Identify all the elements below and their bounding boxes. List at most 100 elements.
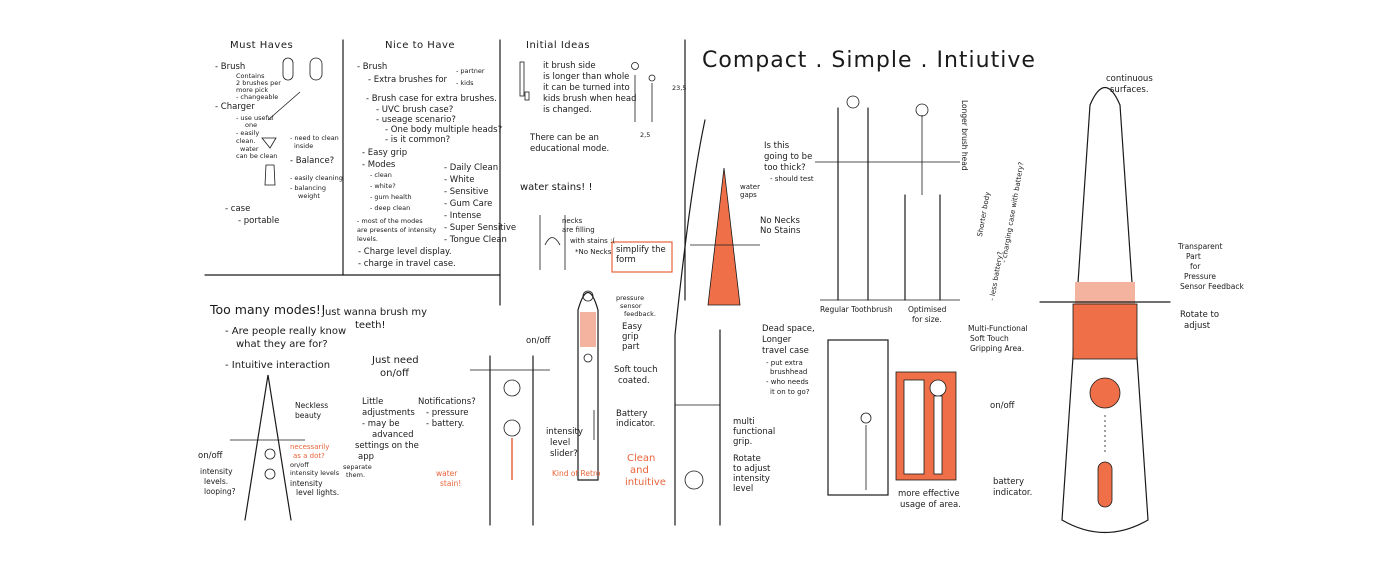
sketch-label: pressure xyxy=(616,294,645,302)
mode-item: - White xyxy=(444,175,475,185)
sketch-label: Is this xyxy=(764,141,790,151)
list-item: water xyxy=(240,145,259,153)
sketch-label: Neckless xyxy=(295,401,329,410)
grip-area xyxy=(1072,303,1138,360)
note-line: educational mode. xyxy=(530,144,610,154)
sketch-label: intensity xyxy=(200,467,233,476)
button-sketch xyxy=(503,419,521,437)
sketch-label: coated. xyxy=(618,376,650,386)
problem-text: teeth! xyxy=(355,320,386,331)
list-item: - kids xyxy=(456,79,474,87)
brush-cone-sketch xyxy=(707,167,741,306)
sketch-label: Easy xyxy=(622,322,643,332)
button-sketch xyxy=(264,468,276,480)
sketch-label: indicator. xyxy=(616,419,656,429)
sketch-label: - should test xyxy=(770,175,814,183)
callout-box xyxy=(611,241,673,273)
sketch-label: - put extra xyxy=(766,359,803,367)
brush-sketch xyxy=(846,95,860,109)
sketch-label: grip. xyxy=(733,437,753,447)
problem-text: - pressure xyxy=(426,408,469,418)
sketch-label-orange: water xyxy=(436,469,458,478)
sketch-label: - who needs xyxy=(766,378,809,386)
list-item: - Brush xyxy=(215,62,246,72)
list-item: weight xyxy=(298,192,320,200)
list-item: - Balance? xyxy=(290,156,335,166)
mode-item: - Tongue Clean xyxy=(444,235,507,245)
note-line: with stains :( xyxy=(570,237,616,245)
sketch-label: them. xyxy=(346,471,366,479)
list-item: levels. xyxy=(357,235,378,243)
sketch-label: battery xyxy=(993,477,1025,487)
brush-sketch xyxy=(648,74,656,82)
sketch-label: Pressure xyxy=(1184,272,1217,281)
list-item: - partner xyxy=(456,67,485,75)
sketch-label: Sensor Feedback xyxy=(1180,282,1244,291)
sketch-label: travel case xyxy=(762,346,809,356)
sketch-label: Longer xyxy=(762,335,792,345)
dimension-label: 23,5 xyxy=(672,84,687,92)
sketch-label: Battery xyxy=(616,409,648,419)
problem-text: - battery. xyxy=(426,419,465,429)
sketch-label: separate xyxy=(343,463,372,471)
brush-head-sketch xyxy=(282,57,294,81)
list-item: clean. xyxy=(236,137,256,145)
sketch-label-orange: intuitive xyxy=(625,477,666,488)
sketch-label: Multi-Functional xyxy=(968,324,1028,333)
on-off-button xyxy=(1089,377,1121,409)
brush-slot xyxy=(903,379,925,475)
problem-text: adjustments xyxy=(362,408,415,418)
sketch-label: level xyxy=(550,438,571,448)
brush-sketch xyxy=(674,119,706,526)
note-line: are filling xyxy=(562,226,595,234)
sketch-label: intensity xyxy=(290,479,323,488)
sketch-label: indicator. xyxy=(993,488,1033,498)
list-item: one xyxy=(245,121,258,129)
sketch-label: surfaces. xyxy=(1110,85,1149,95)
list-item: - Brush xyxy=(357,62,388,72)
sketch-label: feedback. xyxy=(624,310,656,318)
sketch-label: intensity xyxy=(546,427,583,437)
sketch-label-orange: as a dot? xyxy=(293,452,325,460)
sketch-label: level lights. xyxy=(296,488,340,497)
note-line: *No Necks xyxy=(575,248,612,256)
sketch-label-orange: stain! xyxy=(440,479,462,488)
note-line: it brush side xyxy=(543,61,596,71)
mode-item: - Super Sensitive xyxy=(444,223,517,233)
sketch-label: for xyxy=(1190,262,1201,271)
sketch-label: to adjust xyxy=(733,464,771,474)
sketch-label: it on to go? xyxy=(770,388,810,396)
list-item: - Easy grip xyxy=(362,148,408,158)
list-item: are presents of intensity xyxy=(357,226,437,234)
list-item: - easily cleaning xyxy=(290,174,343,182)
must-haves-heading: Must Haves xyxy=(230,40,294,51)
list-item: - clean xyxy=(370,171,392,179)
brush-slot xyxy=(929,379,947,397)
sketch-label: Rotate to xyxy=(1180,310,1220,320)
sketch-label: more effective xyxy=(898,489,960,499)
sketch-label: functional xyxy=(733,427,776,437)
list-item: - easily xyxy=(236,129,260,137)
sketch-label: Soft Touch xyxy=(970,334,1009,343)
sketch-label: slider? xyxy=(550,449,578,459)
problem-text: advanced xyxy=(372,430,414,440)
page-title: Compact . Simple . Intiutive xyxy=(702,48,1036,73)
sketch-label: intensity levels xyxy=(290,469,340,477)
sketch-label: grip xyxy=(622,332,639,342)
sketch-label: too thick? xyxy=(764,163,806,173)
list-item: - need to clean xyxy=(290,134,339,142)
mode-item: - Gum Care xyxy=(444,199,493,209)
sketch-label: gaps xyxy=(740,191,757,199)
sketch-label: on/off xyxy=(198,451,223,461)
sketch-label: No Stains xyxy=(760,226,801,236)
sketch-label: sensor xyxy=(620,302,642,310)
transparent-part xyxy=(1075,282,1135,304)
sketch-label: water xyxy=(740,183,760,191)
list-item: - charge in travel case. xyxy=(358,259,456,269)
problem-text: Notifications? xyxy=(418,397,476,407)
sketch-label: for size. xyxy=(912,315,942,324)
brush-sketch xyxy=(524,91,530,101)
list-item: - Modes xyxy=(362,160,396,170)
brush-sketch xyxy=(631,62,639,70)
sketch-label-orange: and xyxy=(630,465,649,476)
